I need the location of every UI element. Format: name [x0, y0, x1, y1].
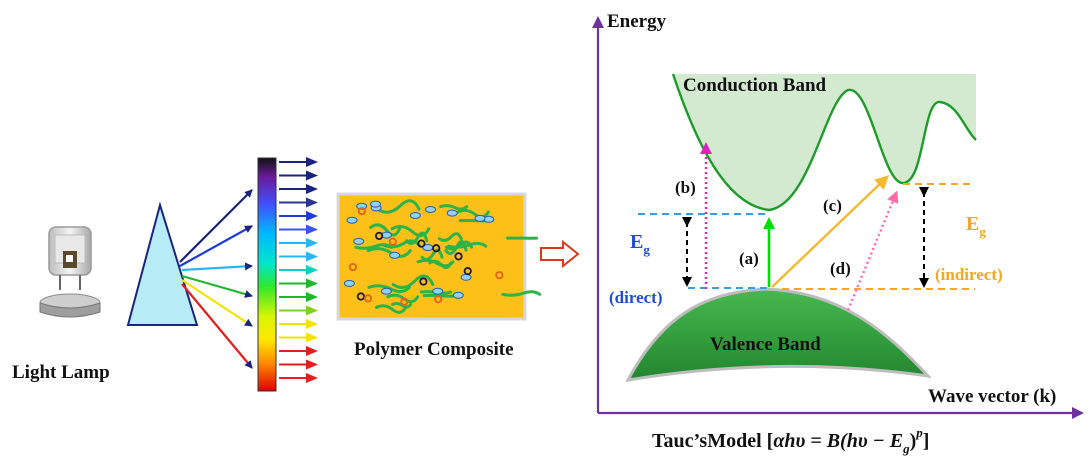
transition-c-label: (c) [823, 196, 842, 215]
filler-ring [357, 207, 366, 216]
filler-ring [400, 297, 409, 306]
polymer-fibre [456, 208, 490, 219]
spectrum-ray-head [306, 319, 318, 329]
spectrum-ray-head [306, 238, 318, 248]
spectrum-ray-head [306, 332, 318, 343]
polymer-fibre [437, 232, 463, 242]
spectrum-ray-head [306, 224, 318, 235]
filler-ring [375, 231, 384, 241]
filler-particle [343, 279, 355, 287]
spectrum-ray-head [306, 157, 318, 167]
conduction-band-label: Conduction Band [683, 75, 827, 96]
polymer-fibre [444, 240, 474, 251]
conduction-band-edge [671, 73, 977, 212]
filler-particle [474, 214, 486, 222]
spectrum-ray-head [306, 197, 318, 208]
filler-ring [356, 292, 365, 301]
spectrum-ray-head [306, 251, 318, 262]
polymer-fibre [374, 304, 408, 314]
spectrum-ray-head [306, 292, 318, 302]
polymer-fibre [390, 225, 431, 238]
filler-ring [454, 252, 463, 261]
composite-label: Polymer Composite [354, 339, 514, 360]
filler-particle [425, 205, 437, 213]
filler-ring [388, 237, 397, 246]
filler-ring [363, 294, 373, 303]
tauc-model-caption: Tauc’sModel [αhυ = B(hυ − Eg)p] [652, 425, 929, 456]
polymer-fibre [391, 302, 413, 309]
valence-band-region [625, 287, 933, 382]
filler-particle [446, 209, 458, 217]
polymer-fibre [375, 199, 421, 214]
wave-vector-axis-label: Wave vector (k) [928, 386, 1056, 407]
polymer-fibre [444, 239, 468, 255]
spectrum-ray-head [306, 305, 318, 316]
filler-particle [353, 237, 365, 245]
dispersed-rays [179, 189, 253, 369]
light-lamp-label: Light Lamp [12, 362, 110, 383]
conduction-band-region [673, 74, 976, 210]
spectrum-ray-head [306, 170, 318, 181]
polymer-fibre [416, 258, 455, 268]
spectrum-ray-head [306, 211, 318, 221]
filler-particle [369, 200, 381, 208]
polymer-fibre [447, 241, 488, 249]
spectrum-ray-head [306, 359, 318, 370]
polymer-fibre [391, 274, 435, 289]
spectrum-ray-head [306, 346, 318, 356]
polymer-fibre [501, 290, 542, 297]
eg-indirect-label: Eg [966, 213, 986, 239]
transition-d-arrow [846, 190, 899, 311]
spectrum-ray-head [306, 373, 318, 383]
filler-particle [432, 287, 444, 295]
filler-particle [346, 216, 358, 224]
eg-direct-label: Eg [630, 231, 650, 257]
filler-particle [380, 287, 392, 295]
indirect-label: (indirect) [935, 265, 1003, 284]
filler-ring [463, 267, 472, 276]
filler-ring [495, 271, 504, 280]
transition-b-label: (b) [675, 178, 696, 197]
filler-ring [348, 262, 358, 272]
spectrum-bar-icon [257, 157, 277, 392]
filler-particle [409, 211, 421, 219]
composite-sample-icon [336, 192, 542, 321]
polymer-fibre [382, 239, 421, 249]
direct-label: (direct) [609, 288, 663, 307]
filler-ring [432, 244, 441, 253]
filler-particle [389, 251, 401, 259]
transition-d-label: (d) [830, 259, 851, 278]
polymer-fibre [369, 223, 402, 237]
spectrum-ray-head [306, 278, 318, 289]
polymer-fibre [439, 204, 469, 211]
filler-ring [419, 277, 428, 286]
energy-axis-label: Energy [607, 11, 667, 32]
right-arrow-icon [540, 239, 580, 269]
transition-a-label: (a) [739, 249, 759, 268]
filler-particle [452, 291, 464, 299]
light-lamp-icon [39, 226, 101, 318]
valence-band-label: Valence Band [710, 334, 821, 355]
spectrum-output-arrows [279, 157, 318, 383]
polymer-fibre [367, 284, 411, 294]
spectrum-ray-head [306, 265, 318, 275]
filler-ring [434, 295, 443, 304]
filler-particle [460, 273, 472, 281]
transition-c-arrow [771, 175, 890, 288]
filler-ring [417, 239, 426, 248]
filler-particle [356, 202, 368, 210]
spectrum-ray-head [306, 184, 318, 194]
prism-icon [126, 201, 199, 326]
